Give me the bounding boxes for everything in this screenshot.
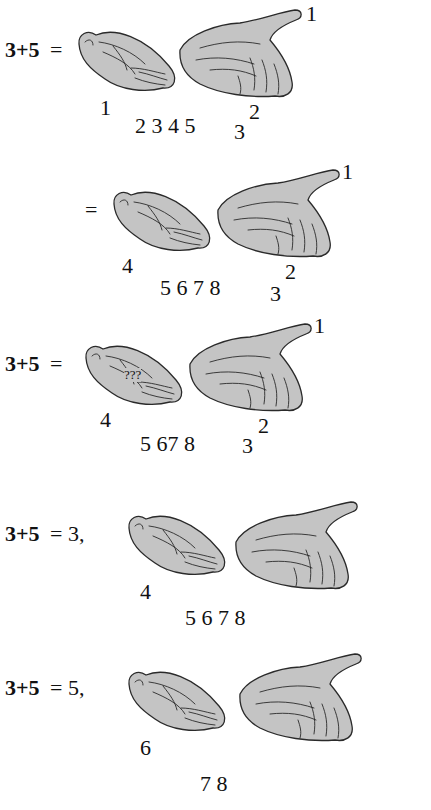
count-number: 1 <box>314 314 325 338</box>
sum-expression: 3+5 <box>5 676 40 700</box>
count-number: 1 <box>342 160 353 184</box>
count-number: 6 <box>140 736 151 760</box>
equals-sign: = <box>50 38 62 62</box>
count-sequence: 7 8 <box>200 772 228 796</box>
count-number: 4 <box>100 408 111 432</box>
equation-result: = 3, <box>50 522 84 546</box>
count-sequence: 5 6 7 8 <box>160 276 221 300</box>
count-number: 3 <box>242 434 253 458</box>
equation-result: = 5, <box>50 676 84 700</box>
count-number: 1 <box>100 96 111 120</box>
count-number: 1 <box>306 2 317 26</box>
count-number: 2 <box>249 100 260 124</box>
equals-sign: = <box>50 352 62 376</box>
question-marks: ??? <box>124 368 141 382</box>
count-number: 2 <box>258 414 269 438</box>
count-number: 4 <box>122 254 133 278</box>
count-sequence: 5 67 8 <box>140 432 195 456</box>
count-sequence: 5 6 7 8 <box>185 606 246 630</box>
sum-expression: 3+5 <box>5 38 40 62</box>
sum-expression: 3+5 <box>5 522 40 546</box>
count-number: 4 <box>140 580 151 604</box>
count-number: 3 <box>234 120 245 144</box>
count-number: 3 <box>270 282 281 306</box>
sum-expression: 3+5 <box>5 352 40 376</box>
count-sequence: 2 3 4 5 <box>135 114 196 138</box>
count-number: 2 <box>285 260 296 284</box>
equals-sign: = <box>85 198 97 222</box>
